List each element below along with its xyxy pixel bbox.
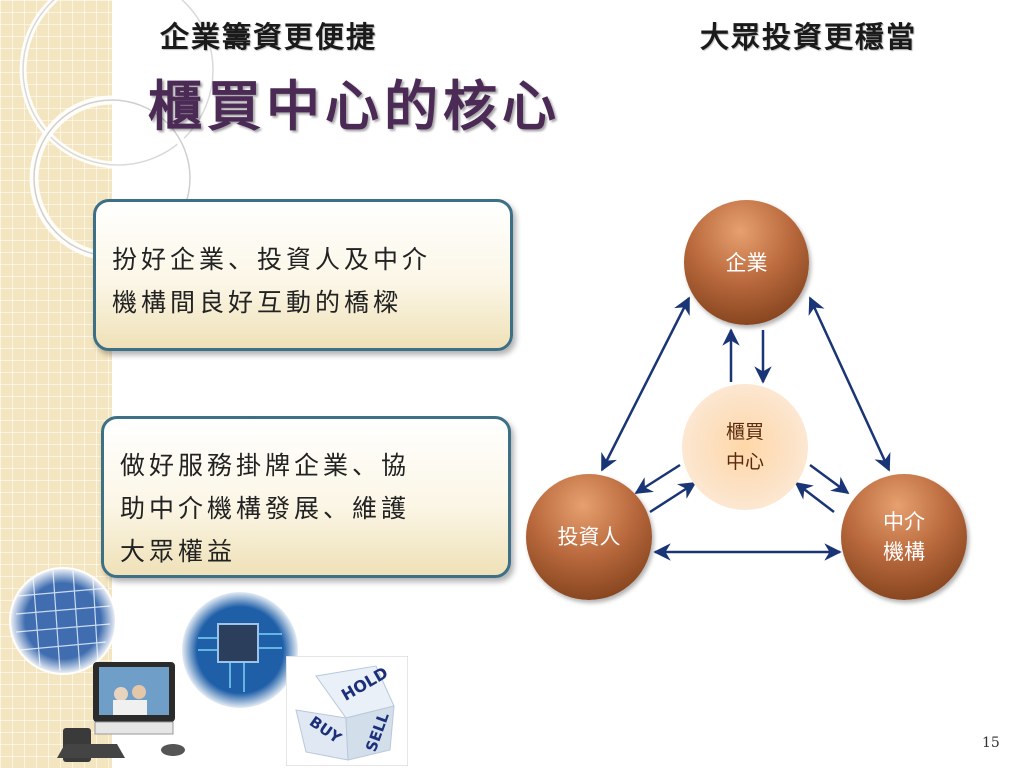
role-box-service: 做好服務掛牌企業、協 助中介機構發展、維護 大眾權益 — [101, 416, 511, 578]
arrow-center-to-intermediary — [809, 463, 850, 495]
box-line: 機構間良好互動的橋樑 — [112, 288, 403, 317]
node-label: 櫃買 — [725, 421, 764, 443]
node-otc-center: 櫃買 中心 — [682, 384, 808, 510]
arrow-intermediary-to-center — [794, 481, 835, 513]
node-intermediary: 中介 機構 — [841, 474, 967, 600]
solar-panel-image — [9, 567, 117, 675]
node-investor: 投資人 — [526, 474, 652, 600]
arrow-enterprise-investor — [600, 296, 691, 472]
subtitle-right: 大眾投資更穩當 — [700, 20, 918, 54]
buy-hold-sell-dice-image: HOLD BUY SELL — [286, 656, 408, 766]
page-title: 櫃買中心的核心 — [148, 74, 561, 138]
computer-image — [57, 662, 185, 762]
node-label: 企業 — [725, 250, 768, 275]
circuit-board-image — [180, 590, 300, 710]
node-label: 投資人 — [557, 525, 621, 549]
node-enterprise: 企業 — [684, 200, 809, 325]
box-line: 做好服務掛牌企業、協 — [120, 451, 411, 480]
arrow-enterprise-intermediary — [808, 296, 891, 472]
box-line: 助中介機構發展、維護 — [120, 494, 411, 523]
arrow-center-to-investor — [634, 463, 681, 495]
node-label: 機構 — [883, 540, 925, 564]
box-line: 大眾權益 — [120, 537, 237, 566]
role-box-bridge: 扮好企業、投資人及中介 機構間良好互動的橋樑 — [93, 199, 513, 351]
node-label: 中心 — [725, 451, 764, 473]
page-number: 15 — [982, 735, 1000, 751]
arrow-investor-to-center — [649, 481, 697, 514]
subtitle-left: 企業籌資更便捷 — [160, 20, 378, 54]
box-line: 扮好企業、投資人及中介 — [112, 245, 432, 274]
node-label: 中介 — [883, 510, 925, 534]
